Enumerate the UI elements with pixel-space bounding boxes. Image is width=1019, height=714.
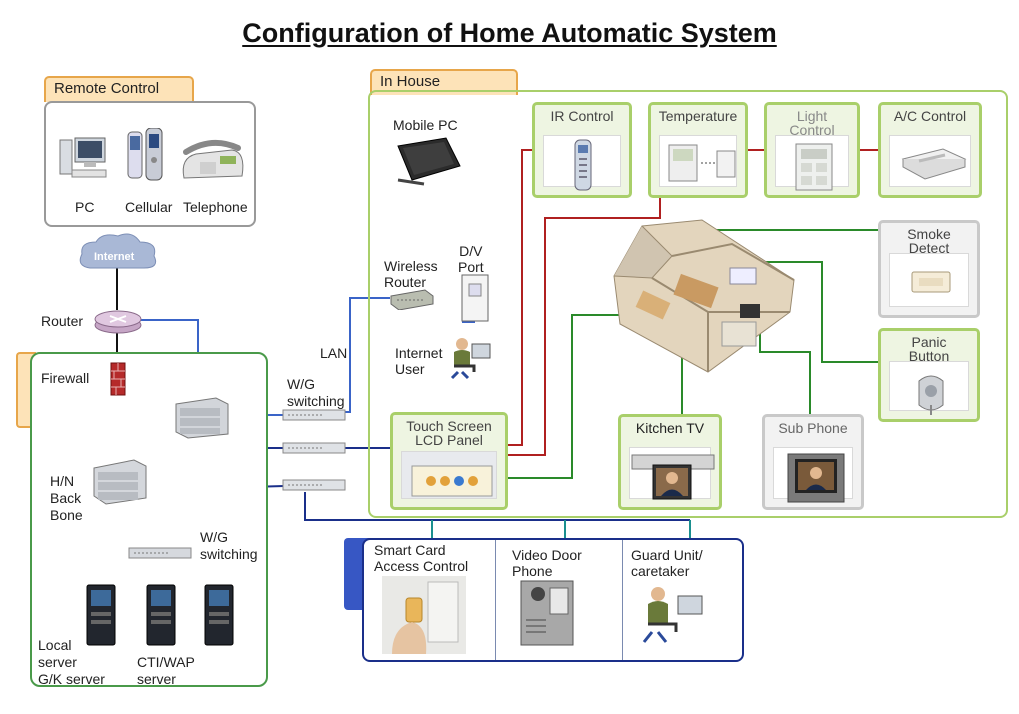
cellular-label: Cellular bbox=[125, 199, 173, 215]
ac-control-label: A/C Control bbox=[893, 108, 967, 124]
page-title: Configuration of Home Automatic System bbox=[242, 18, 777, 48]
video-door-phone-icon bbox=[520, 580, 574, 646]
remote-control-icon bbox=[574, 139, 592, 191]
in-house-panel bbox=[368, 90, 1008, 518]
touch-screen-panel: Touch Screen LCD Panel bbox=[390, 412, 508, 510]
local-server-label: Local server G/K server bbox=[38, 637, 105, 687]
remote-control-tab: Remote Control bbox=[44, 76, 194, 102]
firewall-label: Firewall bbox=[41, 370, 90, 386]
kitchen-tv-label: Kitchen TV bbox=[635, 420, 705, 436]
kitchen-tv-panel: Kitchen TV bbox=[618, 414, 722, 510]
temperature-label: Temperature bbox=[658, 108, 738, 124]
internet-label: Internet bbox=[94, 251, 135, 263]
internet-user-label: Internet User bbox=[395, 345, 443, 377]
firewall-icon bbox=[110, 362, 126, 396]
wg-switch-3-icon bbox=[282, 479, 346, 491]
server-rack-icon bbox=[175, 397, 229, 439]
services-divider-1 bbox=[495, 540, 496, 660]
ir-control-panel: IR Control bbox=[532, 102, 632, 198]
sub-phone-panel: Sub Phone bbox=[762, 414, 864, 510]
wg-switch-1-icon bbox=[282, 409, 346, 421]
mobile-pc-label: Mobile PC bbox=[393, 117, 458, 133]
light-control-label: Light Control bbox=[789, 108, 835, 138]
wg-switch-lower-icon bbox=[128, 547, 192, 559]
backbone-switch-icon bbox=[93, 459, 147, 505]
air-conditioner-icon bbox=[901, 148, 967, 180]
house-floorplan-icon bbox=[613, 219, 795, 373]
thermostat-icon bbox=[668, 144, 736, 182]
router-icon bbox=[94, 310, 142, 334]
wireless-router-icon bbox=[390, 289, 434, 310]
guard-unit-icon bbox=[642, 587, 703, 643]
panic-button-label: Panic Button bbox=[908, 334, 950, 364]
light-control-panel: Light Control bbox=[764, 102, 860, 198]
temperature-panel: Temperature bbox=[648, 102, 748, 198]
pc-label: PC bbox=[75, 199, 95, 215]
smart-card-icon bbox=[382, 576, 466, 654]
wg-switching-lower-label: W/G switching bbox=[200, 529, 258, 562]
lan-label: LAN bbox=[320, 345, 348, 361]
mobile-pc-icon bbox=[397, 137, 461, 186]
touch-screen-label: Touch Screen LCD Panel bbox=[406, 418, 492, 448]
dv-port-label: D/V Port bbox=[458, 243, 484, 275]
dv-port-icon bbox=[461, 274, 489, 322]
sub-phone-icon bbox=[787, 453, 845, 503]
sub-phone-label: Sub Phone bbox=[778, 420, 848, 436]
internet-user-icon bbox=[450, 338, 491, 380]
lcd-panel-icon bbox=[411, 465, 493, 497]
kitchen-tv-icon bbox=[631, 454, 715, 500]
light-switch-icon bbox=[795, 143, 833, 191]
ir-control-label: IR Control bbox=[550, 108, 614, 124]
pc-icon bbox=[59, 137, 107, 178]
video-door-label: Video Door Phone bbox=[512, 547, 582, 579]
panic-button-panel: Panic Button bbox=[878, 328, 980, 422]
telephone-icon bbox=[182, 139, 244, 179]
router-label: Router bbox=[41, 313, 84, 329]
cellular-phone-icon bbox=[127, 128, 163, 181]
ac-control-panel: A/C Control bbox=[878, 102, 982, 198]
smoke-detect-label: Smoke Detect bbox=[907, 226, 951, 256]
wg-switch-2-icon bbox=[282, 442, 346, 454]
guard-unit-label: Guard Unit/ caretaker bbox=[631, 547, 703, 579]
cti-server-icon bbox=[146, 584, 176, 646]
internet-cloud-icon bbox=[79, 233, 157, 269]
cti-wap-label: CTI/WAP server bbox=[137, 654, 195, 687]
telephone-label: Telephone bbox=[183, 199, 248, 215]
services-divider-2 bbox=[622, 540, 623, 660]
local-server-icon bbox=[86, 584, 116, 646]
backbone-label: H/N Back Bone bbox=[50, 473, 83, 523]
wireless-router-label: Wireless Router bbox=[384, 258, 438, 290]
smoke-detect-panel: Smoke Detect bbox=[878, 220, 980, 318]
panic-button-icon bbox=[918, 375, 944, 415]
smart-card-label: Smart Card Access Control bbox=[374, 542, 469, 574]
smoke-detector-icon bbox=[911, 271, 951, 293]
wap-server-icon bbox=[204, 584, 234, 646]
wg-switching-upper-label: W/G switching bbox=[287, 376, 345, 409]
